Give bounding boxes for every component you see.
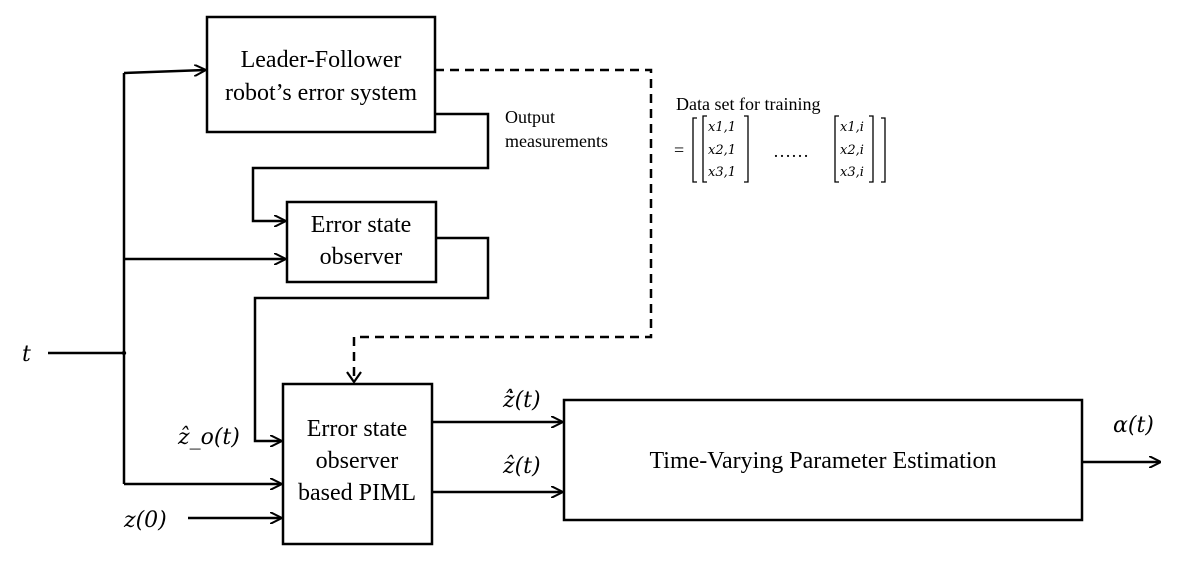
piml-label-line3: based PIML xyxy=(298,480,416,506)
dataset-equals: = xyxy=(674,140,684,160)
dataset-ellipsis: …… xyxy=(773,141,809,161)
dataset-title: Data set for training xyxy=(676,94,820,114)
dataset-x3i: x3,i xyxy=(840,165,864,180)
dashed-arrowhead xyxy=(346,371,362,384)
time-input-label: t xyxy=(22,342,31,367)
piml-label-line2: observer xyxy=(316,448,399,474)
arrow-measurements-to-observer xyxy=(251,112,490,221)
dataset-x2i: x2,i xyxy=(840,143,864,158)
dashed-training-path xyxy=(352,68,653,380)
output-measurements-label-line2: measurements xyxy=(505,131,608,151)
dataset-x21: x2,1 xyxy=(708,143,736,158)
dataset-first-column: x1,1 x2,1 x3,1 xyxy=(708,120,736,180)
observer-label-line1: Error state xyxy=(311,212,412,238)
parameter-estimation-label: Time-Varying Parameter Estimation xyxy=(649,448,996,474)
parameter-estimation-block: Time-Varying Parameter Estimation xyxy=(562,398,1084,522)
svg-text:ẑ_o(t): ẑ_o(t) xyxy=(177,425,240,450)
observer-label-line2: observer xyxy=(320,244,403,270)
observer-output-label: ẑ_o(t) xyxy=(177,425,240,450)
dataset-x31: x3,1 xyxy=(708,165,736,180)
error-system-block: Leader-Follower robot’s error system xyxy=(205,15,437,134)
initial-state-label: z(0) xyxy=(123,508,167,533)
parameter-output-label: α(t) xyxy=(1113,413,1154,438)
dataset-x11: x1,1 xyxy=(708,120,736,135)
error-system-label-line1: Leader-Follower xyxy=(241,47,402,73)
time-distribution-lines xyxy=(48,70,285,484)
output-measurements-label-line1: Output xyxy=(505,107,555,127)
piml-observer-block: Error state observer based PIML xyxy=(281,382,434,546)
error-state-observer-block: Error state observer xyxy=(285,200,438,284)
dataset-x1i: x1,i xyxy=(840,120,864,135)
arrow-observer-to-piml xyxy=(253,236,490,441)
arrow-t-to-error-system xyxy=(123,70,205,73)
dataset-annotation: Data set for training = x1,1 x2,1 x3,1 …… xyxy=(674,94,886,183)
dataset-last-column: x1,i x2,i x3,i xyxy=(840,120,864,180)
piml-label-line1: Error state xyxy=(307,416,408,442)
estimate-derivative-label: ż̂(t) xyxy=(502,388,541,413)
estimate-label: ẑ(t) xyxy=(502,454,541,479)
error-system-label-line2: robot’s error system xyxy=(225,80,417,106)
